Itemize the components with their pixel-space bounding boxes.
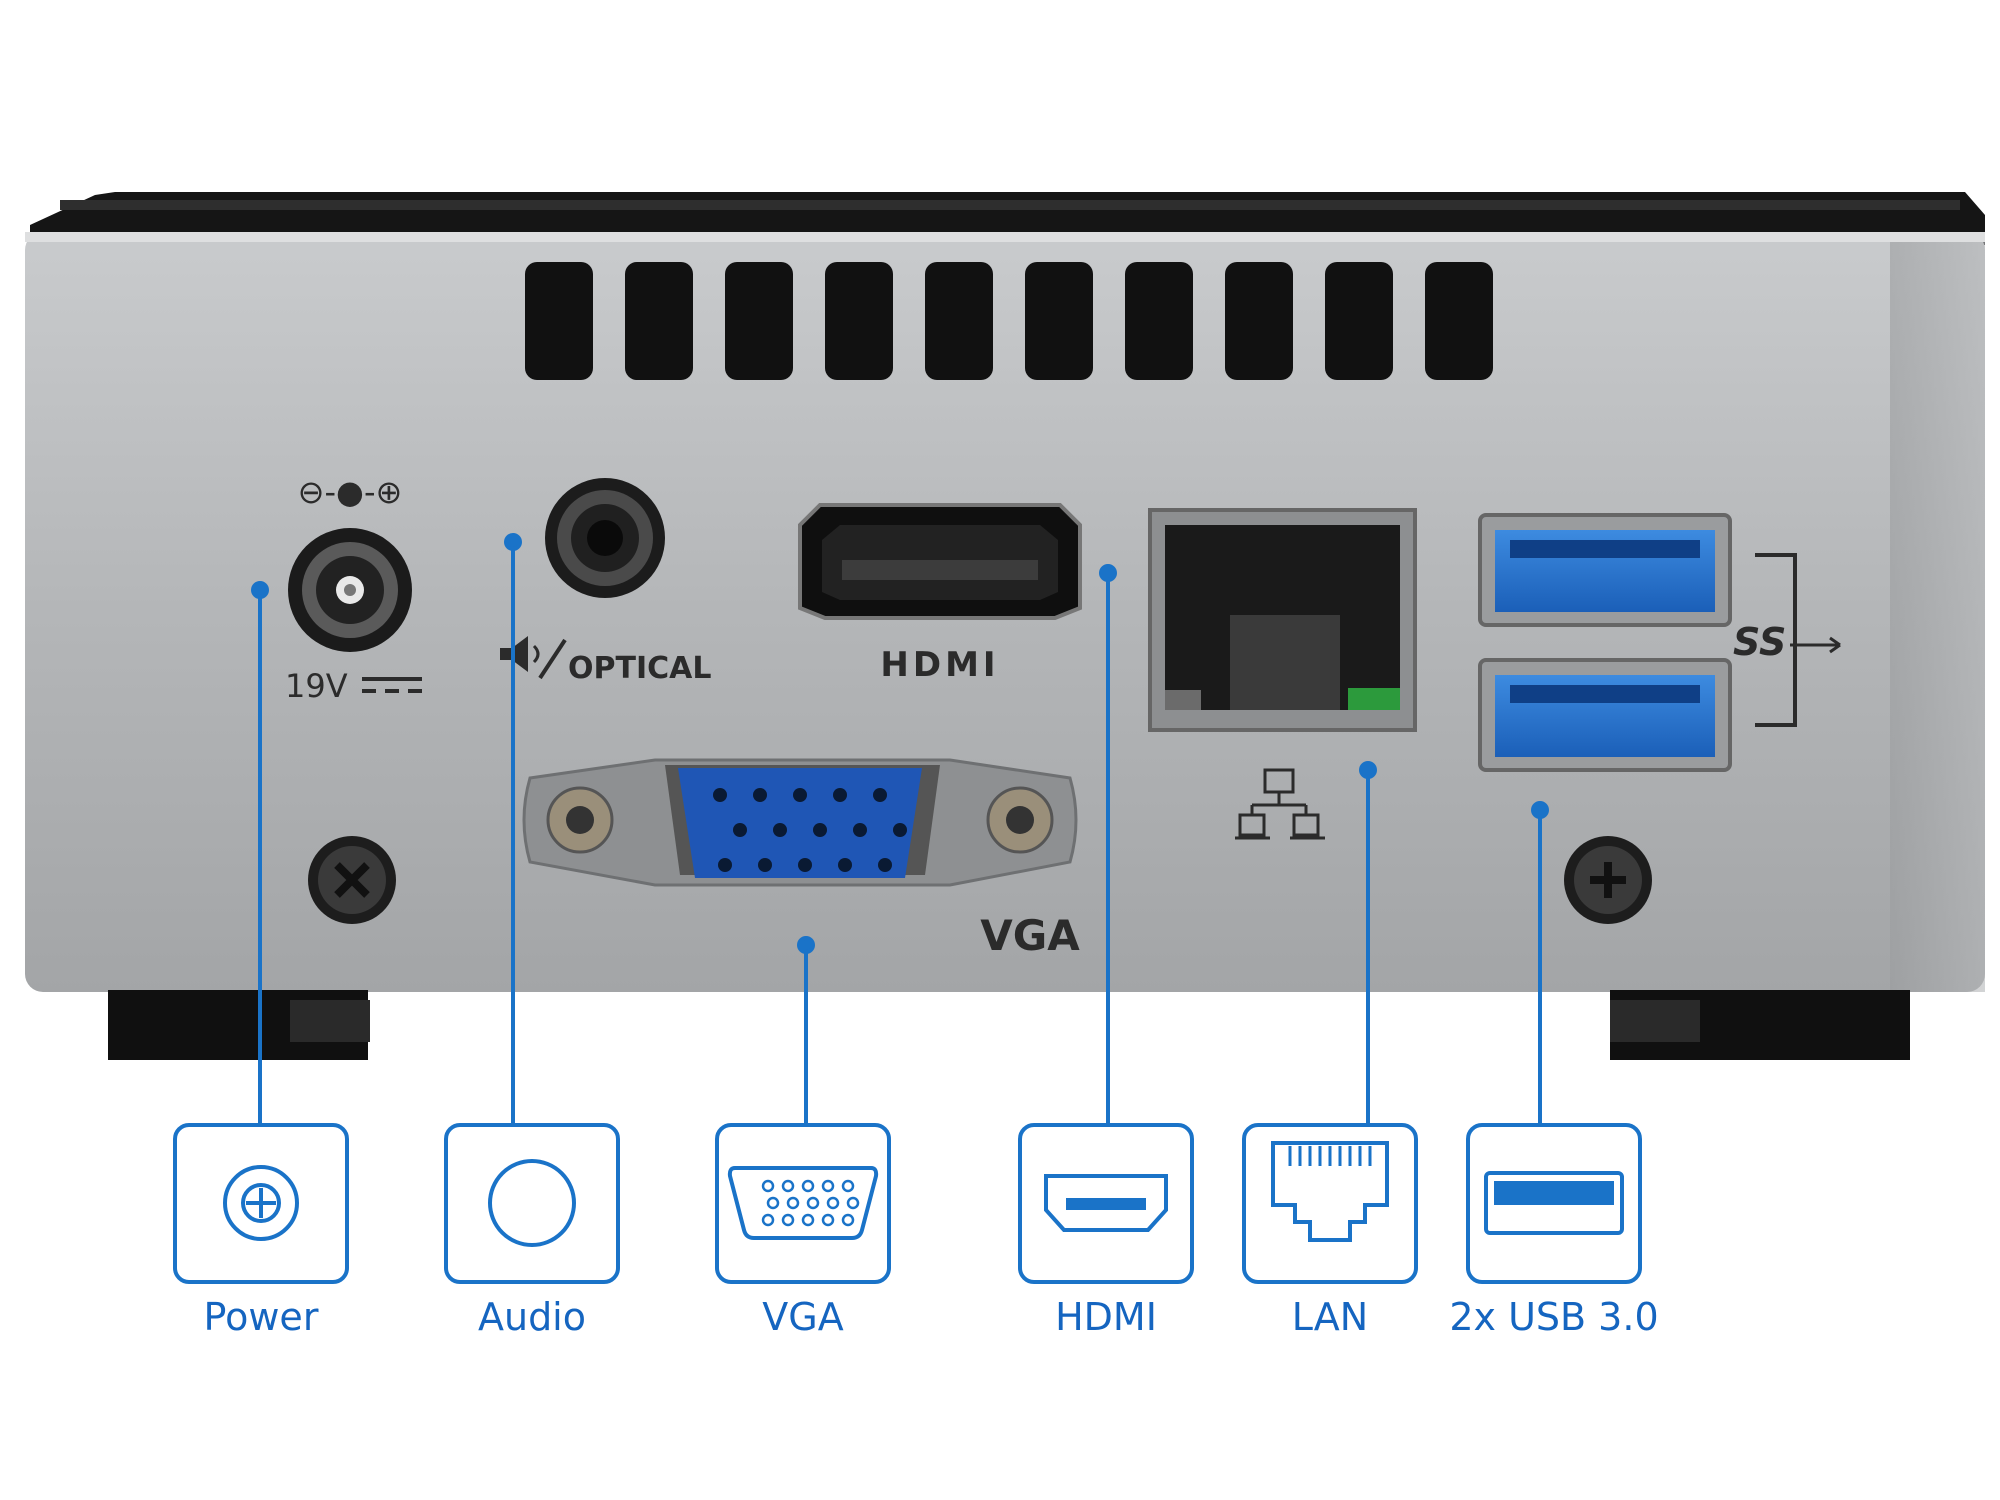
- vga-icon-box: [715, 1123, 891, 1284]
- vga-port-icon: [727, 1166, 879, 1240]
- callout-label-usb: 2x USB 3.0: [1449, 1295, 1658, 1339]
- hdmi-port-icon: [1044, 1174, 1168, 1232]
- hdmi-port: HDMI: [798, 503, 1082, 685]
- lan-port-icon: [1271, 1141, 1389, 1242]
- audio-icon-box: [444, 1123, 620, 1284]
- usb-port-icon: [1484, 1171, 1624, 1235]
- vga-port: VGA: [522, 758, 1080, 960]
- lan-icon-box: [1242, 1123, 1418, 1284]
- callout-power: Power: [173, 1123, 349, 1339]
- callout-label-power: Power: [204, 1295, 319, 1339]
- power-jack: ⊖-●-⊕ 19V: [285, 473, 422, 705]
- screw-right: [1564, 836, 1652, 924]
- usb-superspeed-logo: SS: [1733, 620, 1786, 664]
- vent-slots: [525, 262, 1493, 380]
- power-jack-icon: [223, 1165, 299, 1241]
- callout-lan: LAN: [1242, 1123, 1418, 1339]
- network-icon: [1235, 768, 1325, 840]
- lan-port: [1148, 508, 1417, 840]
- callout-audio: Audio: [444, 1123, 620, 1339]
- audio-jack-icon: [488, 1159, 576, 1247]
- screw-left: [308, 836, 396, 924]
- hdmi-logo-text: HDMI: [880, 645, 999, 685]
- callout-usb: 2x USB 3.0: [1449, 1123, 1659, 1339]
- voltage-label: 19V: [285, 667, 348, 705]
- callout-label-lan: LAN: [1292, 1295, 1368, 1339]
- callout-vga: VGA: [715, 1123, 891, 1339]
- callout-label-vga: VGA: [762, 1295, 843, 1339]
- mini-pc: ⊖-●-⊕ 19V OPTICAL: [25, 192, 1985, 1060]
- power-polarity-symbol: ⊖-●-⊕: [298, 473, 403, 511]
- callout-label-hdmi: HDMI: [1055, 1295, 1157, 1339]
- vga-label: VGA: [980, 911, 1080, 960]
- callout-lines: [251, 533, 1549, 1125]
- usb-ports: SS: [1478, 513, 1841, 772]
- callout-hdmi: HDMI: [1018, 1123, 1194, 1339]
- audio-jack: OPTICAL: [500, 478, 711, 686]
- optical-label: OPTICAL: [568, 651, 711, 686]
- callout-label-audio: Audio: [478, 1295, 586, 1339]
